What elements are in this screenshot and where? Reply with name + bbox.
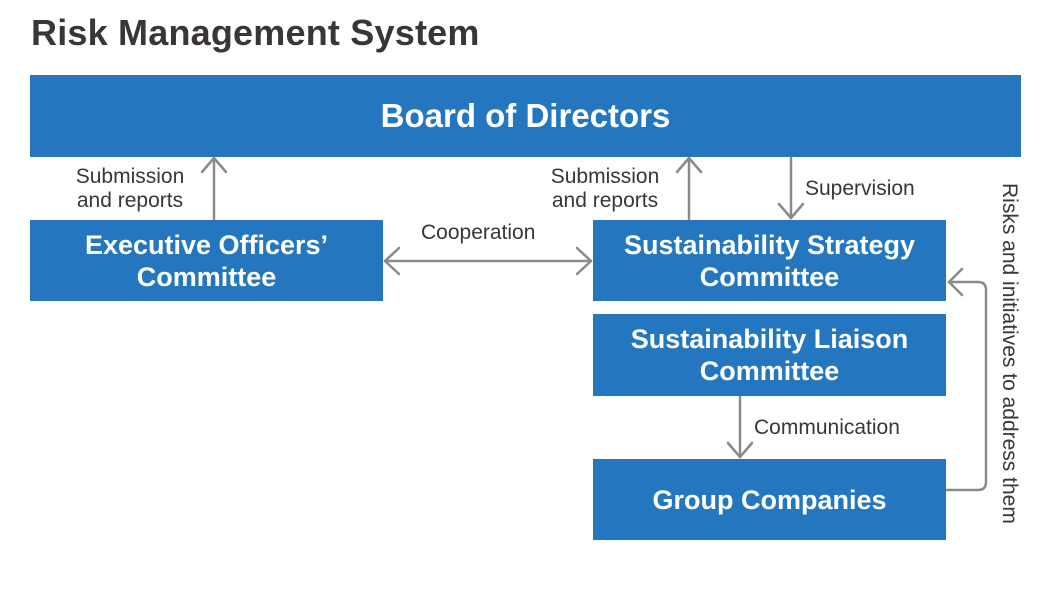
strategy-label-line1: Sustainability Strategy: [623, 229, 916, 260]
communication-label: Communication: [754, 416, 900, 439]
arrow-up-icon: [200, 156, 228, 221]
arrow-down-icon: [777, 156, 805, 220]
feedback-arrow-icon: [945, 267, 988, 492]
strategy-label-line2: Committee: [699, 261, 840, 292]
submission-reports-label-right: Submission and reports: [550, 165, 660, 212]
liaison-label-line2: Committee: [699, 356, 840, 386]
arrow-up-icon: [675, 156, 703, 221]
submission-reports-label-left: Submission and reports: [75, 165, 185, 212]
cooperation-label: Cooperation: [421, 221, 536, 244]
liaison-label-line1: Sustainability Liaison: [630, 324, 909, 354]
page-title: Risk Management System: [31, 12, 480, 53]
executive-label-line1: Executive Officers’: [84, 229, 329, 260]
supervision-label: Supervision: [805, 177, 915, 200]
board-of-directors-box: Board of Directors: [30, 75, 1021, 157]
double-arrow-icon: [383, 246, 593, 276]
executive-officers-committee-box: Executive Officers’ Committee: [30, 220, 383, 301]
arrow-down-icon: [726, 395, 754, 459]
group-label: Group Companies: [652, 484, 887, 515]
group-companies-box: Group Companies: [593, 459, 946, 540]
board-label: Board of Directors: [380, 97, 671, 134]
risks-initiatives-label: Risks and initiatives to address them: [998, 183, 1021, 524]
executive-label-line2: Committee: [136, 261, 277, 292]
sustainability-liaison-committee-box: Sustainability Liaison Committee: [593, 314, 946, 396]
sustainability-strategy-committee-box: Sustainability Strategy Committee: [593, 220, 946, 301]
